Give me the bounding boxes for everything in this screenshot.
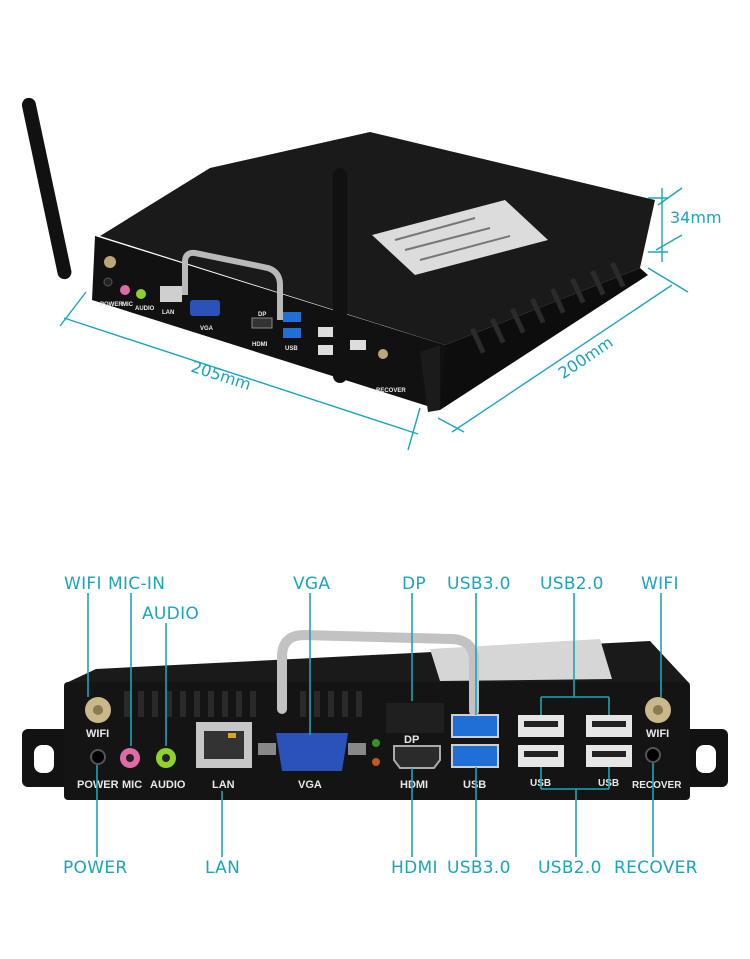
panel-label-wifi-left: WIFI: [86, 728, 109, 740]
wifi-connector-small-right: [378, 349, 388, 359]
top-label-dp: DP: [258, 312, 266, 318]
audio-jack-small: [136, 289, 146, 299]
top-label-lan: LAN: [162, 310, 174, 316]
bracket-right-hole: [696, 745, 716, 773]
top-label-audio: AUDIO: [135, 306, 155, 312]
callout-wifi-right: WIFI: [641, 574, 679, 594]
panel-label-lan: LAN: [212, 779, 235, 791]
usb3-port-2: [451, 744, 499, 768]
vga-port-small: [190, 300, 220, 316]
power-button-small: [103, 277, 113, 287]
io-panel-front-view: WIFI POWER MIC AUDIO LAN VGA DP HDMI USB…: [22, 593, 728, 857]
callout-usb30-bottom: USB3.0: [447, 858, 511, 878]
panel-vents: [124, 691, 362, 717]
callout-audio: AUDIO: [142, 604, 200, 624]
panel-label-audio: AUDIO: [150, 779, 186, 791]
status-led-green: [372, 739, 380, 747]
callout-mic-in: MIC-IN: [108, 574, 166, 594]
recover-button[interactable]: [645, 747, 661, 763]
chassis-side: [422, 268, 648, 410]
usb3-port-small-1: [283, 312, 301, 322]
usb3-port-small-2: [283, 328, 301, 338]
panel-label-usb3: USB: [463, 779, 486, 791]
callout-vga: VGA: [293, 574, 331, 594]
vga-port: [276, 733, 348, 771]
panel-label-power: POWER: [77, 779, 119, 791]
hdmi-port-small: [251, 317, 273, 329]
callout-wifi-left: WIFI: [64, 574, 102, 594]
antenna-left: [21, 97, 72, 280]
callout-lines: [87, 593, 662, 857]
usb2-port-small-2: [318, 345, 334, 355]
panel-label-hdmi: HDMI: [400, 779, 428, 791]
panel-label-mic: MIC: [122, 779, 142, 791]
callout-usb30-top: USB3.0: [447, 574, 511, 594]
wifi-connector-small: [104, 256, 116, 268]
hdmi-port: [393, 745, 441, 769]
panel-label-dp: DP: [404, 734, 419, 746]
panel-label-vga: VGA: [298, 779, 322, 791]
dp-port: [386, 703, 444, 733]
top-label-usb: USB: [285, 346, 298, 352]
mic-jack-small: [120, 285, 130, 295]
callout-hdmi: HDMI: [391, 858, 438, 878]
bracket-left-hole: [34, 745, 54, 773]
usb3-port-1: [451, 714, 499, 738]
lan-port-small: [160, 286, 182, 302]
callout-power: POWER: [63, 858, 128, 878]
side-vents: [470, 261, 626, 354]
callout-usb20-bottom: USB2.0: [538, 858, 602, 878]
top-label-recover: RECOVER: [376, 388, 406, 394]
callout-dp: DP: [402, 574, 426, 594]
usb2-port-small-3: [350, 340, 366, 350]
top-label-power: POWER: [100, 302, 123, 308]
product-perspective-view: POWER MIC AUDIO LAN VGA DP HDMI USB RECO…: [21, 97, 689, 451]
carry-handle: [182, 249, 283, 320]
power-button[interactable]: [90, 749, 106, 765]
usb2-port-small-1: [318, 327, 334, 337]
carry-handle-front: [277, 629, 479, 716]
dimension-height: 34mm: [670, 208, 722, 227]
product-label-sticker: [372, 200, 548, 275]
top-label-hdmi: HDMI: [252, 342, 268, 348]
panel-label-wifi-right: WIFI: [646, 728, 669, 740]
callout-lan: LAN: [205, 858, 241, 878]
antenna-right: [333, 168, 347, 383]
panel-label-recover: RECOVER: [632, 780, 682, 791]
mounting-bracket-small: [420, 345, 440, 412]
callout-usb20-top: USB2.0: [540, 574, 604, 594]
top-label-mic: MIC: [122, 302, 134, 308]
dimension-lines: [59, 187, 689, 451]
callout-recover: RECOVER: [614, 858, 698, 878]
top-label-vga: VGA: [200, 326, 214, 332]
status-led-orange: [372, 758, 380, 766]
panel-sticker: [430, 639, 612, 681]
